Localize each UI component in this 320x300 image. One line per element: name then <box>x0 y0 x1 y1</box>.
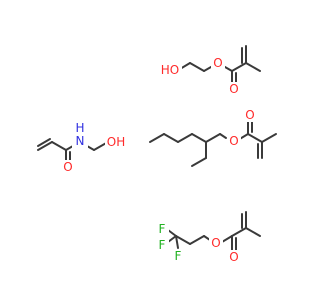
atom-label-h: H <box>75 121 84 135</box>
atom-label-f2: F <box>159 238 166 252</box>
label-bg <box>227 134 241 148</box>
label-bg <box>227 82 241 96</box>
atom-label-o-carbonyl: O <box>245 108 254 122</box>
bond <box>245 62 261 72</box>
bond <box>177 133 193 143</box>
atom-label-f1: F <box>159 222 166 236</box>
atom-label-o-carbonyl: O <box>229 250 238 264</box>
bond-cf <box>167 235 177 243</box>
bond-cf <box>167 229 177 237</box>
atom-label-o-carbonyl: O <box>63 160 72 174</box>
label-bg <box>158 62 182 76</box>
bond-cf <box>175 235 179 249</box>
molecule-hema: HO O O <box>158 45 261 96</box>
label-bg <box>155 238 169 252</box>
label-bg <box>171 249 185 263</box>
bond <box>189 235 205 245</box>
label-bg <box>61 160 75 174</box>
label-bg <box>105 135 127 149</box>
atom-label-oh: OH <box>107 135 125 149</box>
label-bg <box>72 134 88 148</box>
label-bg <box>227 250 241 264</box>
label-bg <box>209 236 223 250</box>
atom-labels: F F F O O <box>155 222 241 264</box>
bond <box>175 235 191 245</box>
atom-label-o-carbonyl: O <box>229 82 238 96</box>
bond <box>51 141 67 151</box>
label-bg <box>211 56 225 70</box>
bond <box>231 62 247 72</box>
atom-labels: O O <box>227 108 257 148</box>
label-bg <box>155 222 169 236</box>
bond-double-vinyl <box>37 138 51 147</box>
bonds <box>149 117 277 167</box>
bond <box>189 62 205 72</box>
label-bg <box>73 121 87 135</box>
atom-label-o-ester: O <box>229 134 238 148</box>
bond <box>231 227 247 237</box>
bond <box>191 157 207 167</box>
bond <box>221 235 233 243</box>
structure-canvas: HO O O N H OH O <box>37 45 277 264</box>
bond-double-vinyl <box>37 141 53 151</box>
bond <box>191 133 207 143</box>
bond <box>219 133 227 139</box>
bond <box>205 133 221 143</box>
atom-labels: N H OH O <box>61 121 127 174</box>
molecule-nma: N H OH O <box>37 121 127 174</box>
atom-label-o-ester: O <box>211 236 220 250</box>
bond <box>245 227 261 237</box>
bond <box>261 133 277 143</box>
atom-label-n: N <box>76 134 85 148</box>
atom-label-ho: HO <box>161 63 179 77</box>
molecule-ehma: O O <box>149 108 277 167</box>
atom-label-f3: F <box>175 249 182 263</box>
label-bg <box>243 108 257 122</box>
molecule-tfpma: F F F O O <box>155 211 261 264</box>
atom-labels: HO O O <box>158 56 241 96</box>
bond <box>163 133 179 143</box>
bond <box>247 133 263 143</box>
bond <box>149 133 165 143</box>
atom-label-o-ester: O <box>213 56 222 70</box>
